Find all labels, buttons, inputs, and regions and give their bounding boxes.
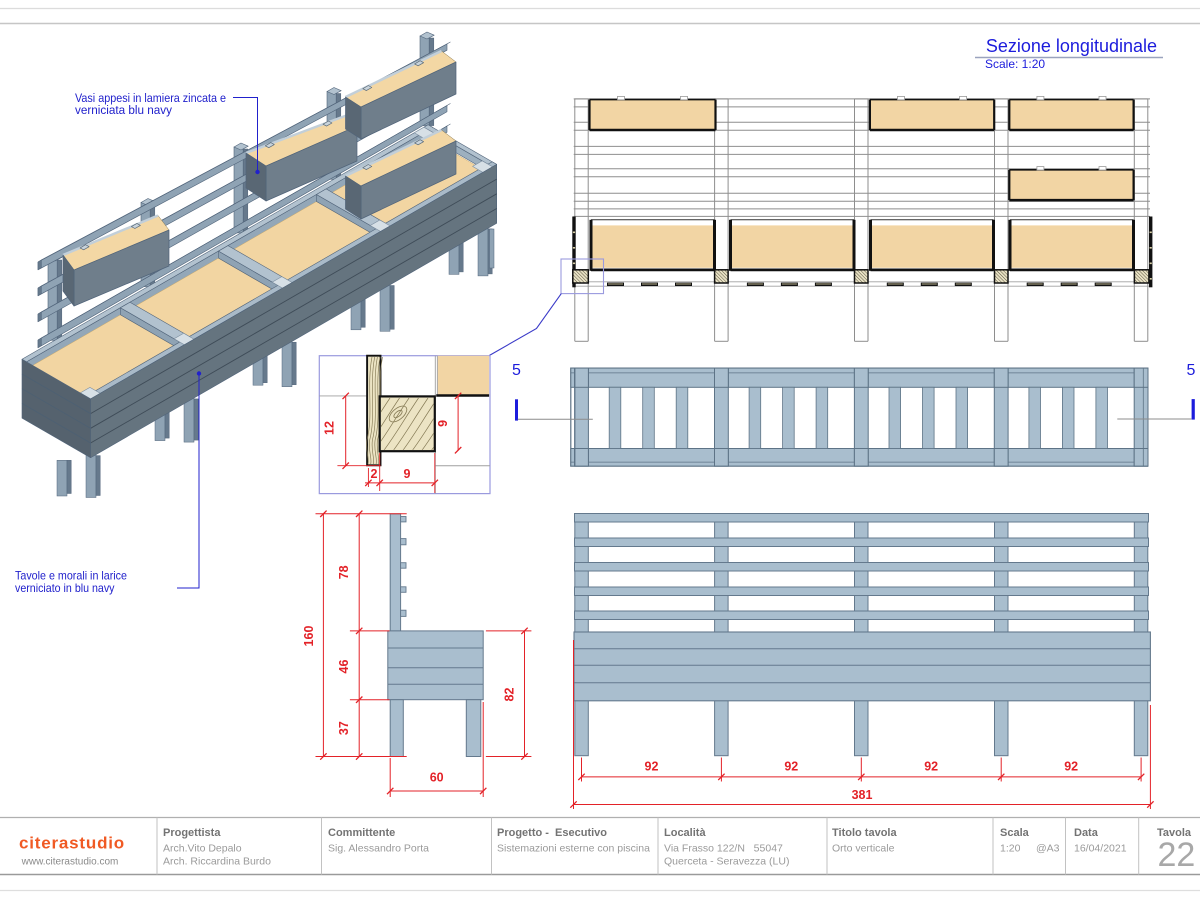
svg-text:92: 92 xyxy=(784,760,798,774)
svg-text:Scala: Scala xyxy=(1000,827,1030,839)
svg-text:92: 92 xyxy=(1064,760,1078,774)
svg-text:Sig. Alessandro Porta: Sig. Alessandro Porta xyxy=(328,843,429,855)
svg-text:Tavola: Tavola xyxy=(1157,827,1192,839)
svg-text:Sezione longitudinale: Sezione longitudinale xyxy=(986,36,1157,56)
svg-text:Località: Località xyxy=(664,827,706,839)
svg-text:verniciata blu navy: verniciata blu navy xyxy=(75,103,173,117)
svg-text:www.citerastudio.com: www.citerastudio.com xyxy=(21,857,119,868)
svg-text:verniciato in blu navy: verniciato in blu navy xyxy=(15,581,115,595)
svg-text:5: 5 xyxy=(1187,362,1196,379)
svg-text:Scale: 1:20: Scale: 1:20 xyxy=(985,57,1045,71)
svg-text:22: 22 xyxy=(1158,836,1196,874)
svg-text:37: 37 xyxy=(337,721,351,735)
svg-text:9: 9 xyxy=(404,467,411,481)
svg-text:Vasi appesi in lamiera zincata: Vasi appesi in lamiera zincata e xyxy=(75,91,226,105)
svg-text:Orto verticale: Orto verticale xyxy=(832,843,895,855)
svg-text:Data: Data xyxy=(1074,827,1099,839)
svg-text:Committente: Committente xyxy=(328,827,395,839)
svg-text:92: 92 xyxy=(645,760,659,774)
svg-text:78: 78 xyxy=(337,565,351,579)
svg-text:1:20: 1:20 xyxy=(1000,843,1021,855)
svg-text:Progetto - Esecutivo: Progetto - Esecutivo xyxy=(497,827,607,839)
svg-text:Arch.Vito Depalo: Arch.Vito Depalo xyxy=(163,843,242,855)
svg-text:46: 46 xyxy=(337,660,351,674)
svg-text:12: 12 xyxy=(323,421,337,435)
svg-text:Via Frasso 122/N 55047: Via Frasso 122/N 55047 xyxy=(664,843,783,855)
svg-text:2: 2 xyxy=(371,467,378,481)
svg-text:381: 381 xyxy=(852,788,873,802)
svg-text:citerastudio: citerastudio xyxy=(19,834,125,853)
svg-text:92: 92 xyxy=(924,760,938,774)
svg-text:82: 82 xyxy=(503,688,517,702)
svg-text:5: 5 xyxy=(512,362,521,379)
svg-text:@A3: @A3 xyxy=(1036,843,1060,855)
svg-text:Sistemazioni esterne con pisci: Sistemazioni esterne con piscina xyxy=(497,843,650,855)
svg-text:16/04/2021: 16/04/2021 xyxy=(1074,843,1127,855)
svg-text:Tavole e morali in larice: Tavole e morali in larice xyxy=(15,569,127,583)
svg-text:Querceta - Seravezza (LU): Querceta - Seravezza (LU) xyxy=(664,856,789,868)
svg-text:160: 160 xyxy=(302,626,316,647)
svg-text:Arch. Riccardina Burdo: Arch. Riccardina Burdo xyxy=(163,856,271,868)
svg-text:9: 9 xyxy=(436,420,450,427)
svg-text:60: 60 xyxy=(430,771,444,785)
svg-text:Progettista: Progettista xyxy=(163,827,221,839)
svg-text:Titolo tavola: Titolo tavola xyxy=(832,827,897,839)
